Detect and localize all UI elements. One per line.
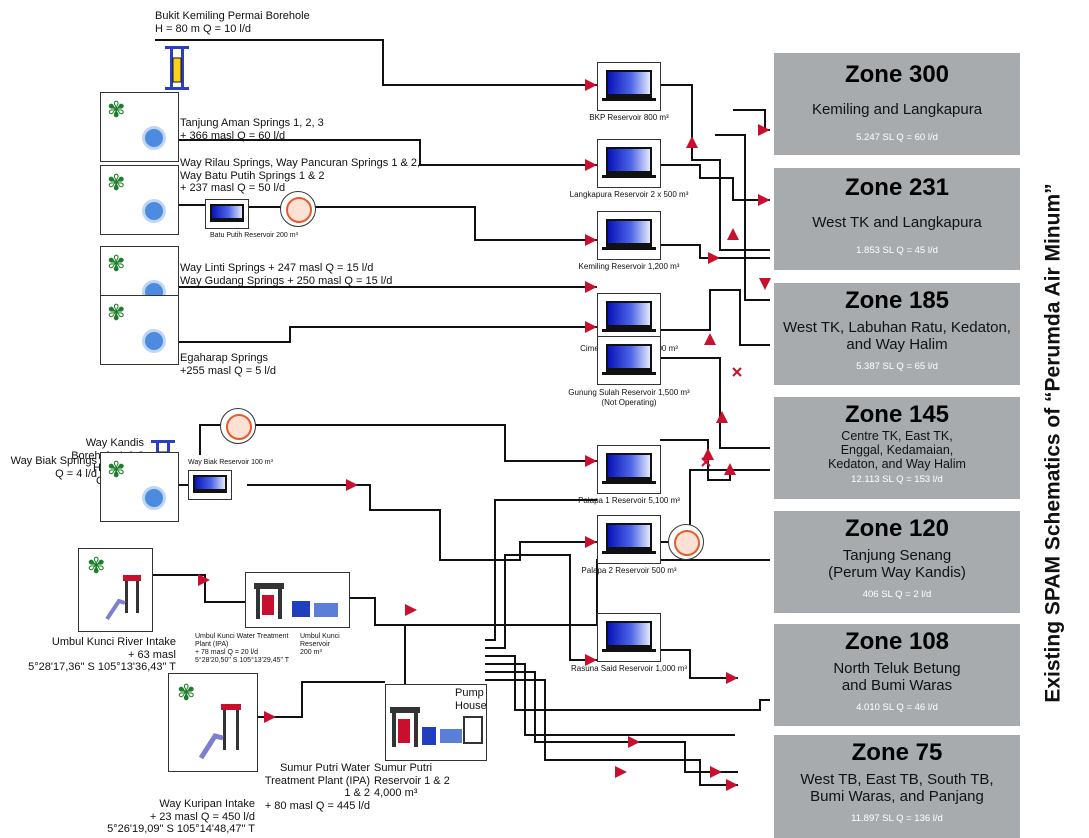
kemiling-reservoir-icon xyxy=(597,211,661,260)
umbul-kunci-intake-box: ✾ xyxy=(78,548,153,632)
zone-145-box: Zone 145 Centre TK, East TK, Enggal, Ked… xyxy=(774,397,1020,499)
way-rilau-label: Way Rilau Springs, Way Pancuran Springs … xyxy=(180,157,421,194)
palm-tree-icon: ✾ xyxy=(107,170,126,195)
zone-description: West TB, East TB, South TB, Bumi Waras, … xyxy=(800,771,994,805)
intake-tower-icon xyxy=(199,704,241,760)
way-kuripan-intake-box: ✾ xyxy=(168,673,258,772)
zone-title: Zone 231 xyxy=(844,174,950,201)
spring-box-way-biak: ✾ xyxy=(100,452,179,522)
palapa-2-reservoir-label: Palapa 2 Reservoir 500 m³ xyxy=(581,566,677,575)
umbul-kunci-wtp-box xyxy=(245,572,350,628)
pump-icon xyxy=(280,191,316,227)
zone-185-box: Zone 185 West TK, Labuhan Ratu, Kedaton,… xyxy=(774,283,1020,385)
sumur-putri-wtp-box xyxy=(385,684,487,761)
zone-description: Kemiling and Langkapura xyxy=(811,101,983,118)
umbul-kunci-reservoir-label: Umbul Kunci Reservoir 200 m³ xyxy=(300,633,340,656)
zone-title: Zone 108 xyxy=(844,628,950,655)
umbul-kunci-intake-label: Umbul Kunci River Intake + 63 masl 5°28'… xyxy=(28,636,176,673)
batu-putih-reservoir-icon xyxy=(205,199,249,229)
spring-icon xyxy=(145,202,163,220)
zone-description: West TK and Langkapura xyxy=(812,214,982,231)
zone-stats: 12.113 SL Q = 153 l/d xyxy=(851,474,943,485)
way-linti-label: Way Linti Springs + 247 masl Q = 15 l/d … xyxy=(180,262,393,287)
zone-description: West TK, Labuhan Ratu, Kedaton, and Way … xyxy=(783,319,1011,353)
zone-stats: 1.853 SL Q = 45 l/d xyxy=(856,245,938,256)
zone-stats: 4.010 SL Q = 46 l/d xyxy=(856,702,938,713)
zone-title: Zone 75 xyxy=(851,739,943,766)
zone-stats: 11.897 SL Q = 136 l/d xyxy=(851,813,943,824)
zone-title: Zone 145 xyxy=(844,401,950,428)
palm-tree-icon: ✾ xyxy=(107,457,126,482)
diagram-title-container: Existing SPAM Schematics of “Perumda Air… xyxy=(1026,88,1082,798)
langkapura-reservoir-label: Langkapura Reservoir 2 x 500 m³ xyxy=(569,190,689,199)
bkp-reservoir-icon xyxy=(597,62,661,111)
palm-tree-icon: ✾ xyxy=(177,680,196,705)
zone-description: Centre TK, East TK, Enggal, Kedamaian, K… xyxy=(828,429,966,471)
tanjung-aman-label: Tanjung Aman Springs 1, 2, 3 + 366 masl … xyxy=(180,117,324,142)
treatment-plant-icon xyxy=(254,583,338,619)
treatment-plant-icon xyxy=(390,707,483,747)
langkapura-reservoir-icon xyxy=(597,139,661,188)
sumur-putri-reservoir-label: Sumur Putri Reservoir 1 & 2 4,000 m³ xyxy=(374,762,450,799)
pump-icon xyxy=(220,408,256,444)
rasuna-said-reservoir-icon xyxy=(597,613,661,662)
bkp-reservoir-label: BKP Reservoir 800 m³ xyxy=(589,113,669,122)
sumur-putri-wtp-label: Sumur Putri Water Treatment Plant (IPA) … xyxy=(264,762,370,812)
batu-putih-reservoir-label: Batu Putih Reservoir 200 m³ xyxy=(210,232,298,239)
zone-title: Zone 300 xyxy=(844,61,950,88)
zone-description: Tanjung Senang (Perum Way Kandis) xyxy=(828,547,966,581)
spring-icon xyxy=(145,129,163,147)
pump-icon xyxy=(668,524,704,560)
rasuna-said-reservoir-label: Rasuna Said Reservoir 1,000 m³ xyxy=(570,664,688,673)
spring-box-egaharap: ✾ xyxy=(100,295,179,365)
diagram-title: Existing SPAM Schematics of “Perumda Air… xyxy=(1042,183,1065,703)
way-biak-reservoir-label: Way Biak Reservoir 100 m³ xyxy=(188,459,273,466)
bukit-kemiling-borehole-label: Bukit Kemiling Permai Borehole H = 80 m … xyxy=(155,10,310,35)
zone-title: Zone 120 xyxy=(844,515,950,542)
gunung-sulah-reservoir-label: Gunung Sulah Reservoir 1,500 m³ (Not Ope… xyxy=(568,388,690,407)
borehole-icon xyxy=(165,46,189,90)
zone-231-box: Zone 231 West TK and Langkapura 1.853 SL… xyxy=(774,168,1020,270)
spring-icon xyxy=(145,332,163,350)
spring-box-way-rilau: ✾ xyxy=(100,165,179,235)
palapa-1-reservoir-icon xyxy=(597,445,661,494)
zone-75-box: Zone 75 West TB, East TB, South TB, Bumi… xyxy=(774,735,1020,838)
palapa-2-reservoir-icon xyxy=(597,515,661,564)
zone-300-box: Zone 300 Kemiling and Langkapura 5.247 S… xyxy=(774,53,1020,155)
palm-tree-icon: ✾ xyxy=(87,553,106,578)
intake-tower-icon xyxy=(105,575,141,621)
zone-description: North Teluk Betung and Bumi Waras xyxy=(833,660,961,694)
spring-box-tanjung-aman: ✾ xyxy=(100,92,179,162)
way-kuripan-label: Way Kuripan Intake + 23 masl Q = 450 l/d… xyxy=(107,798,255,835)
egaharap-label: Egaharap Springs +255 masl Q = 5 l/d xyxy=(180,352,276,377)
gunung-sulah-reservoir-icon xyxy=(597,336,661,385)
zone-stats: 406 SL Q = 2 l/d xyxy=(862,589,932,600)
zone-stats: 5.387 SL Q = 65 l/d xyxy=(856,361,938,372)
palm-tree-icon: ✾ xyxy=(107,300,126,325)
spring-icon xyxy=(145,489,163,507)
way-biak-reservoir-icon xyxy=(188,470,232,500)
pump-house-label: Pump House xyxy=(455,687,487,712)
way-biak-label: Way Biak Springs Q = 4 l/d xyxy=(10,455,97,480)
palapa-1-reservoir-label: Palapa 1 Reservoir 5,100 m³ xyxy=(578,496,680,505)
zone-120-box: Zone 120 Tanjung Senang (Perum Way Kandi… xyxy=(774,511,1020,613)
palm-tree-icon: ✾ xyxy=(107,97,126,122)
palm-tree-icon: ✾ xyxy=(107,251,126,276)
cimeng-reservoir-icon xyxy=(597,293,661,342)
zone-title: Zone 185 xyxy=(844,287,950,314)
umbul-kunci-wtp-label: Umbul Kunci Water Treatment Plant (IPA) … xyxy=(195,633,290,664)
zone-stats: 5.247 SL Q = 60 l/d xyxy=(856,132,938,143)
zone-108-box: Zone 108 North Teluk Betung and Bumi War… xyxy=(774,624,1020,726)
kemiling-reservoir-label: Kemiling Reservoir 1,200 m³ xyxy=(578,262,680,271)
